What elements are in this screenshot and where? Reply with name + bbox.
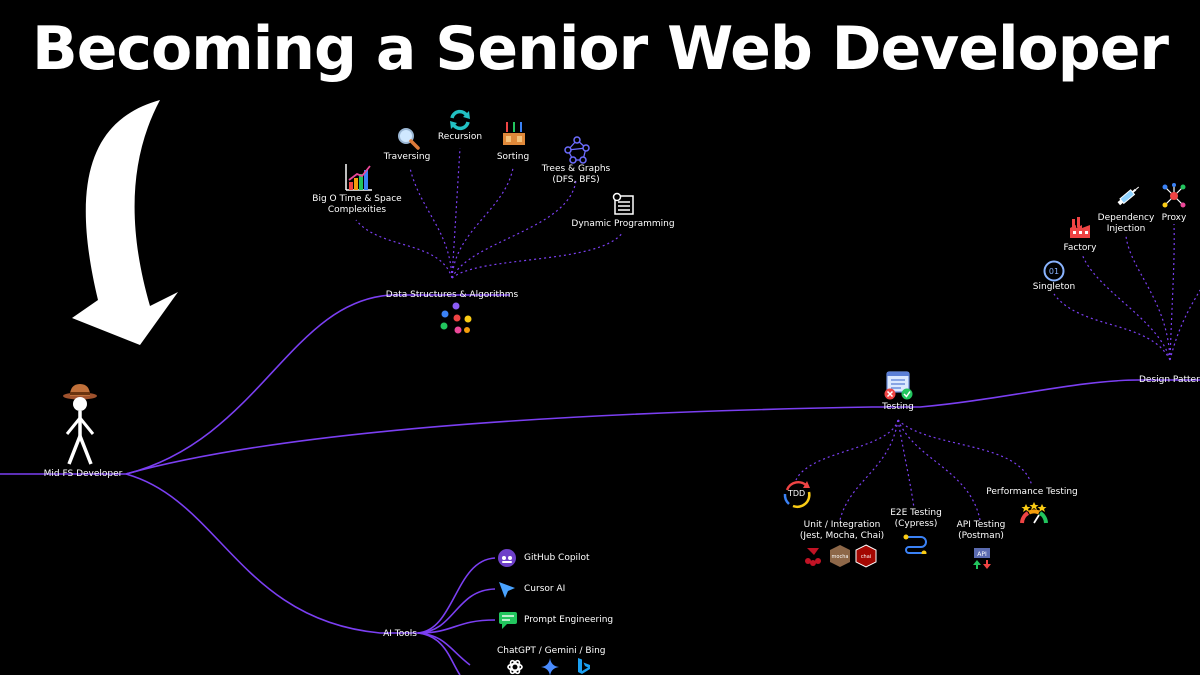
testing-checklist-icon (884, 371, 913, 400)
edge-ai-copilot (417, 557, 496, 634)
node-tdd[interactable]: TDD (788, 489, 806, 498)
chai-icon: chai (855, 544, 877, 568)
dynamic-programming-icon (612, 192, 634, 215)
graph-network-icon (564, 136, 590, 164)
singleton-icon: 01 (1043, 260, 1065, 282)
node-sorting[interactable]: Sorting (496, 152, 530, 162)
svg-text:API: API (977, 551, 987, 558)
node-chatgpt-gemini-bing[interactable]: ChatGPT / Gemini / Bing (497, 646, 606, 656)
node-e2e-testing[interactable]: E2E Testing (Cypress) (890, 508, 942, 529)
node-design-patterns[interactable]: Design Patterns (1139, 375, 1200, 385)
node-big-o[interactable]: Big O Time & Space Complexities (312, 194, 402, 215)
prompt-engineering-icon (499, 612, 517, 629)
node-prompt-engineering[interactable]: Prompt Engineering (524, 615, 614, 625)
developer-figure-icon (63, 384, 97, 465)
magnifier-icon (398, 128, 420, 150)
node-cursor-ai[interactable]: Cursor AI (524, 584, 566, 594)
node-proxy[interactable]: Proxy (1161, 213, 1187, 223)
node-dependency-injection[interactable]: Dependency Injection (1097, 213, 1155, 234)
mocha-icon: mocha (830, 545, 850, 567)
edge-ai-cursor (417, 588, 496, 634)
svg-text:mocha: mocha (832, 554, 849, 560)
svg-text:chai: chai (861, 554, 871, 560)
node-mid-fs-developer[interactable]: Mid FS Developer (43, 469, 123, 479)
edge-ai-tools (125, 473, 418, 634)
cursor-arrow-icon (499, 582, 515, 598)
bing-icon (578, 658, 590, 674)
page-title: Becoming a Senior Web Developer (31, 14, 1169, 84)
node-recursion[interactable]: Recursion (437, 132, 483, 142)
e2e-flow-icon (903, 534, 927, 554)
node-traversing[interactable]: Traversing (383, 152, 431, 162)
dsa-dots-icon (440, 302, 472, 334)
svg-text:01: 01 (1049, 267, 1059, 276)
node-testing[interactable]: Testing (882, 402, 914, 412)
node-trees-graphs[interactable]: Trees & Graphs (DFS, BFS) (541, 164, 611, 185)
syringe-icon (1117, 186, 1140, 206)
api-testing-icon: API (973, 548, 991, 569)
node-unit-integration[interactable]: Unit / Integration (Jest, Mocha, Chai) (799, 520, 885, 541)
chatgpt-icon (507, 659, 523, 675)
gemini-sparkle-icon (541, 658, 559, 675)
jest-icon (805, 548, 821, 566)
proxy-network-icon (1162, 183, 1186, 208)
github-copilot-icon (498, 549, 516, 567)
node-dynamic-programming[interactable]: Dynamic Programming (571, 219, 675, 229)
node-data-structures-algorithms[interactable]: Data Structures & Algorithms (385, 290, 519, 300)
node-ai-tools[interactable]: AI Tools (383, 629, 417, 639)
edge-ai-prompt (417, 619, 496, 634)
node-github-copilot[interactable]: GitHub Copilot (524, 553, 590, 563)
edge-testing (125, 379, 1200, 475)
tdd-cycle-icon (783, 480, 811, 509)
node-singleton[interactable]: Singleton (1032, 282, 1076, 292)
node-factory[interactable]: Factory (1063, 243, 1097, 253)
big-o-chart-icon (345, 164, 372, 191)
recursion-refresh-icon (450, 109, 470, 131)
factory-icon (1070, 217, 1090, 238)
edge-ai-extra (417, 632, 461, 675)
node-performance-testing[interactable]: Performance Testing (986, 487, 1078, 497)
performance-gauge-icon (1020, 502, 1048, 524)
sorting-bars-icon (503, 122, 525, 145)
node-api-testing[interactable]: API Testing (Postman) (956, 520, 1006, 541)
edge-dsa (125, 294, 510, 475)
